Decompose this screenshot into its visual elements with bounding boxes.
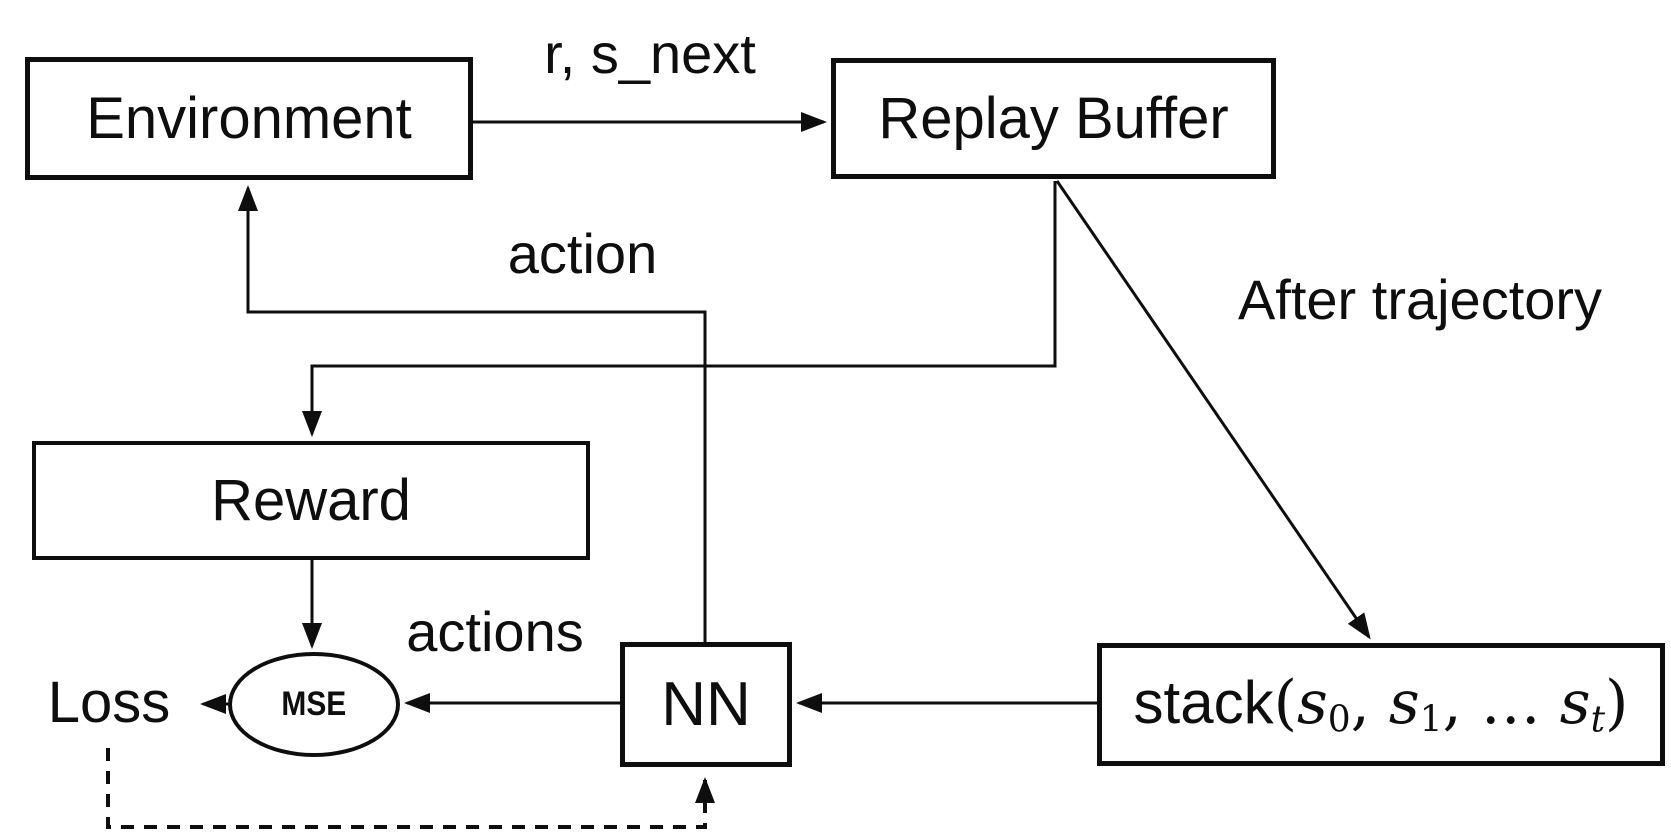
stack-sub-0: 0: [1327, 699, 1351, 741]
edge-label-action: action: [507, 222, 658, 285]
node-mse-label: MSE: [281, 685, 347, 723]
stack-var-s1: s: [1388, 668, 1420, 739]
stack-close-paren: ): [1605, 668, 1629, 739]
node-mse-ellipse: MSE: [228, 652, 400, 757]
node-replay-buffer-label: Replay Buffer: [878, 86, 1229, 151]
stack-var-s0: s: [1297, 668, 1328, 739]
node-stack: stack(s0, s1, … st): [1097, 643, 1665, 766]
node-stack-label: stack(s0, s1, … st): [1134, 668, 1629, 741]
node-nn-label: NN: [661, 670, 751, 739]
loss-label: Loss: [47, 670, 171, 735]
stack-sub-1: 1: [1419, 699, 1443, 741]
node-environment: Environment: [25, 57, 473, 180]
stack-open-paren: (: [1273, 668, 1297, 739]
node-reward-label: Reward: [211, 468, 411, 533]
edge-replay-buffer-to-reward: [302, 181, 1057, 437]
stack-sep-ellipsis: , …: [1442, 668, 1560, 739]
edge-label-r-s-next: r, s_next: [544, 22, 756, 85]
edge-nn-to-environment-action: [238, 185, 707, 644]
edge-loss-to-nn-dashed: [106, 748, 715, 829]
edge-label-actions: actions: [406, 600, 584, 663]
node-reward: Reward: [32, 441, 590, 560]
stack-sub-t: t: [1590, 699, 1606, 741]
node-replay-buffer: Replay Buffer: [831, 58, 1276, 179]
node-nn: NN: [620, 642, 792, 767]
edge-replay-buffer-to-stack: [1055, 180, 1371, 640]
edge-label-after-trajectory: After trajectory: [1237, 268, 1603, 331]
node-environment-label: Environment: [86, 86, 412, 151]
stack-sep-1: ,: [1350, 668, 1389, 739]
stack-var-st: s: [1559, 668, 1591, 739]
stack-prefix: stack: [1133, 669, 1274, 737]
